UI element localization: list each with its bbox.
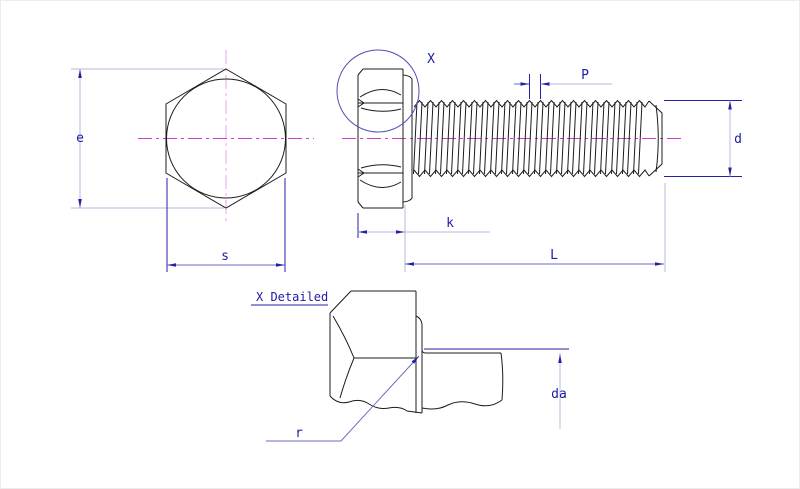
detail-callout-label: X [427,52,435,67]
dimension-da: da [424,348,569,429]
hex-outline [165,68,287,209]
dimension-e: e [71,68,224,209]
detail-chamfer-curves [332,315,416,399]
detail-fillet-arc [421,349,427,354]
dim-e-label: e [76,131,84,146]
dimension-s: s [166,178,286,272]
dimension-l: L [405,183,666,272]
leader-line [266,355,420,442]
dimension-p: P [514,68,612,99]
detail-head-outline [329,290,416,396]
hex-head-side-outline [357,68,404,209]
detail-view: X Detailed da r [251,290,569,442]
front-view: e s [71,50,314,272]
chamfer-arcs [359,89,402,188]
detail-callout-circle [336,49,420,133]
dimension-d: d [664,100,742,177]
dim-s-label: s [221,249,229,264]
side-view: X P d k L [336,49,742,272]
chamfer-notches [357,98,365,178]
detail-title: X Detailed [256,290,328,304]
dimension-r: r [266,355,420,442]
dim-l-label: L [550,248,558,263]
dim-d-label: d [734,132,742,147]
dim-k-label: k [446,216,454,231]
washer-face [402,74,413,203]
detail-shank-outline [425,352,504,401]
chamfer-circle [166,78,286,199]
detail-shank-break-line [421,399,503,410]
detail-bearing-face [415,291,423,413]
dimension-arrows [78,69,732,364]
detail-head-break-line [329,395,423,414]
thread-profile [413,99,650,178]
bolt-end-chamfer [648,100,663,177]
dim-da-label: da [551,387,567,402]
dim-p-label: P [581,68,589,83]
dim-r-label: r [295,426,303,441]
dimension-k: k [357,205,490,272]
bolt-end-curve [655,104,659,173]
